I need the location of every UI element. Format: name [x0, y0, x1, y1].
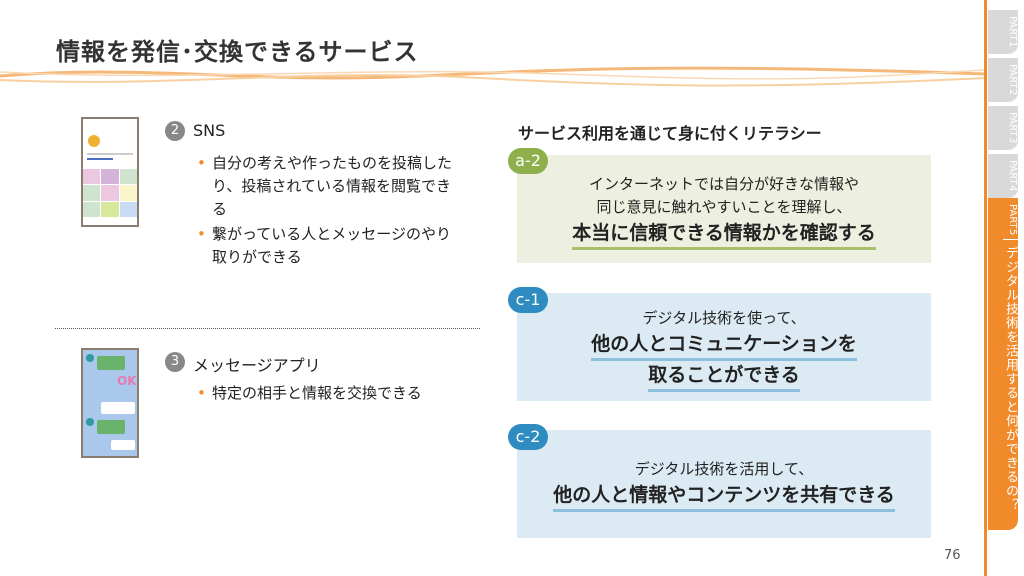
message-phone-illustration: OK: [81, 348, 139, 458]
literacy-panel-c1: デジタル技術を使って、 他の人とコミュニケーションを 取ることができる: [517, 293, 931, 401]
badge-a2: a-2: [508, 148, 548, 174]
bullet-item: 特定の相手と情報を交換できる: [197, 382, 477, 405]
badge-c2: c-2: [508, 424, 548, 450]
sns-heading: SNS: [193, 121, 226, 140]
wave-divider: [0, 66, 985, 87]
sns-number-badge: 2: [165, 121, 185, 141]
literacy-title: サービス利用を通じて身に付くリテラシー: [518, 124, 822, 143]
badge-c1: c-1: [508, 287, 548, 313]
sns-bullets: 自分の考えや作ったものを投稿したり、投稿されている情報を閲覧できる 繋がっている…: [197, 152, 457, 271]
page-title: 情報を発信･交換できるサービス: [56, 38, 419, 66]
literacy-panel-c2: デジタル技術を活用して、 他の人と情報やコンテンツを共有できる: [517, 430, 931, 538]
literacy-panel-a2: インターネットでは自分が好きな情報や 同じ意見に触れやすいことを理解し、 本当に…: [517, 155, 931, 263]
side-line: [984, 0, 987, 576]
message-bullets: 特定の相手と情報を交換できる: [197, 382, 477, 407]
page-number: 76: [944, 548, 961, 563]
message-number-badge: 3: [165, 352, 185, 372]
bullet-item: 繋がっている人とメッセージのやり取りができる: [197, 223, 457, 269]
sns-phone-illustration: [81, 117, 139, 227]
section-divider: [55, 328, 480, 329]
message-heading: メッセージアプリ: [193, 356, 321, 375]
bullet-item: 自分の考えや作ったものを投稿したり、投稿されている情報を閲覧できる: [197, 152, 457, 221]
